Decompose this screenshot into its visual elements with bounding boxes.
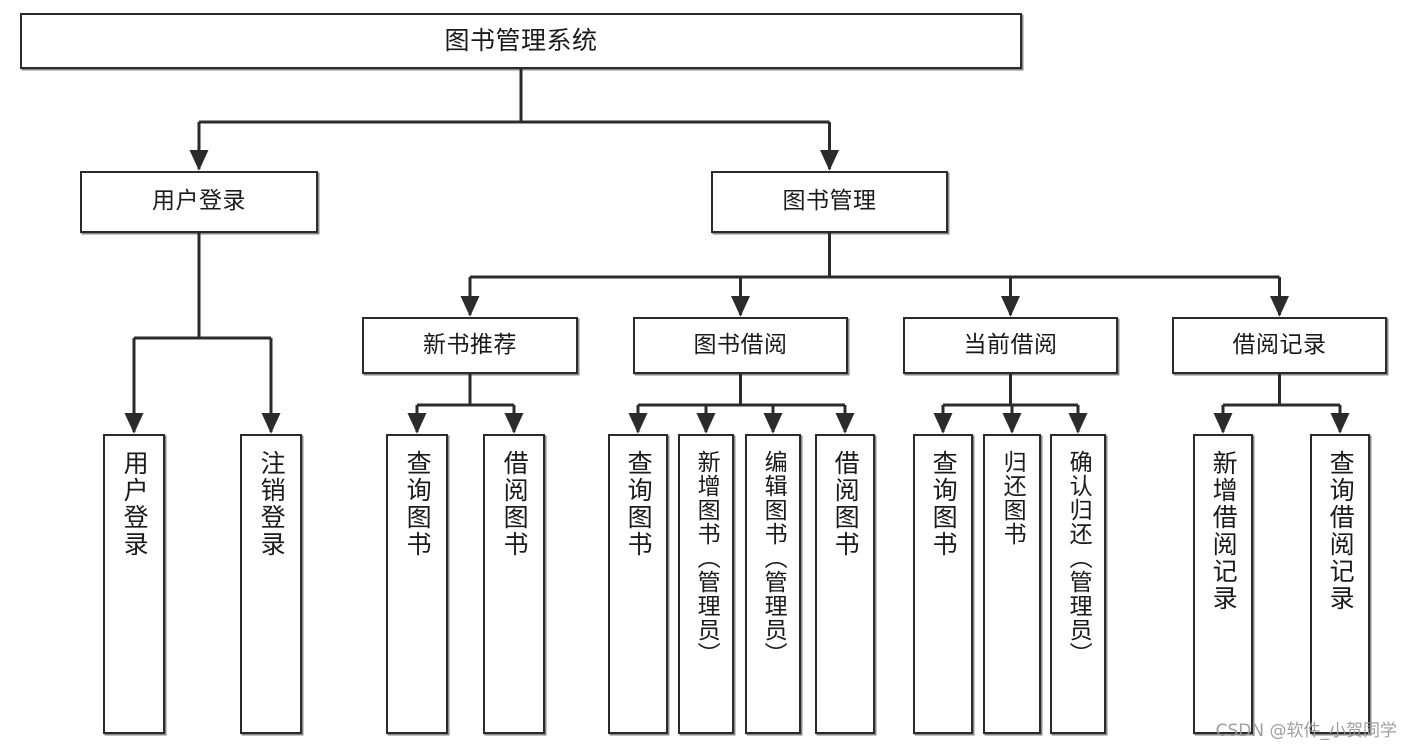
node-newbook[interactable]: 新书推荐 — [362, 317, 578, 374]
node-current[interactable]: 当前借阅 — [903, 317, 1118, 374]
node-label-leaf-cur-2: 归还图书 — [999, 450, 1026, 546]
node-label-leaf-cur-3: 确认归还（管理员） — [1065, 450, 1092, 666]
node-label-newbook: 新书推荐 — [423, 331, 517, 358]
node-leaf-borrow-1[interactable]: 查询图书 — [608, 434, 668, 734]
node-leaf-cur-1[interactable]: 查询图书 — [913, 434, 973, 734]
node-leaf-new-1[interactable]: 查询图书 — [386, 434, 448, 734]
node-label-leaf-borrow-1: 查询图书 — [624, 450, 654, 558]
node-root[interactable]: 图书管理系统 — [20, 13, 1022, 69]
node-bookmgmt[interactable]: 图书管理 — [711, 171, 948, 233]
edge-group — [124, 69, 1350, 434]
node-label-root: 图书管理系统 — [444, 26, 598, 56]
node-login[interactable]: 用户登录 — [80, 171, 318, 233]
node-label-leaf-new-1: 查询图书 — [403, 450, 433, 558]
node-leaf-borrow-2[interactable]: 新增图书（管理员） — [678, 434, 734, 734]
node-leaf-cur-3[interactable]: 确认归还（管理员） — [1050, 434, 1106, 734]
node-borrow[interactable]: 图书借阅 — [633, 317, 848, 374]
node-records[interactable]: 借阅记录 — [1172, 317, 1387, 374]
node-label-leaf-borrow-2: 新增图书（管理员） — [693, 450, 720, 666]
node-leaf-new-2[interactable]: 借阅图书 — [483, 434, 545, 734]
node-label-login: 用户登录 — [152, 188, 246, 215]
node-label-leaf-cur-1: 查询图书 — [929, 450, 959, 558]
node-label-current: 当前借阅 — [963, 331, 1058, 358]
node-label-leaf-rec-2: 查询借阅记录 — [1326, 450, 1356, 612]
node-label-leaf-borrow-3: 编辑图书（管理员） — [760, 450, 787, 666]
node-leaf-cur-2[interactable]: 归还图书 — [983, 434, 1041, 734]
node-label-borrow: 图书借阅 — [693, 331, 788, 358]
node-label-bookmgmt: 图书管理 — [782, 188, 877, 215]
node-label-records: 借阅记录 — [1232, 331, 1327, 358]
node-label-leaf-rec-1: 新增借阅记录 — [1209, 450, 1239, 612]
node-leaf-borrow-4[interactable]: 借阅图书 — [815, 434, 875, 734]
watermark-text: CSDN @软件_小贺同学 — [1215, 721, 1397, 741]
node-leaf-login-2[interactable]: 注销登录 — [240, 434, 302, 734]
node-leaf-borrow-3[interactable]: 编辑图书（管理员） — [745, 434, 801, 734]
node-label-leaf-new-2: 借阅图书 — [500, 450, 530, 558]
node-label-leaf-login-2: 注销登录 — [257, 450, 287, 558]
node-label-leaf-login-1: 用户登录 — [120, 450, 150, 558]
node-label-leaf-borrow-4: 借阅图书 — [831, 450, 861, 558]
node-leaf-login-1[interactable]: 用户登录 — [103, 434, 165, 734]
node-leaf-rec-1[interactable]: 新增借阅记录 — [1193, 434, 1253, 734]
node-leaf-rec-2[interactable]: 查询借阅记录 — [1310, 434, 1370, 734]
